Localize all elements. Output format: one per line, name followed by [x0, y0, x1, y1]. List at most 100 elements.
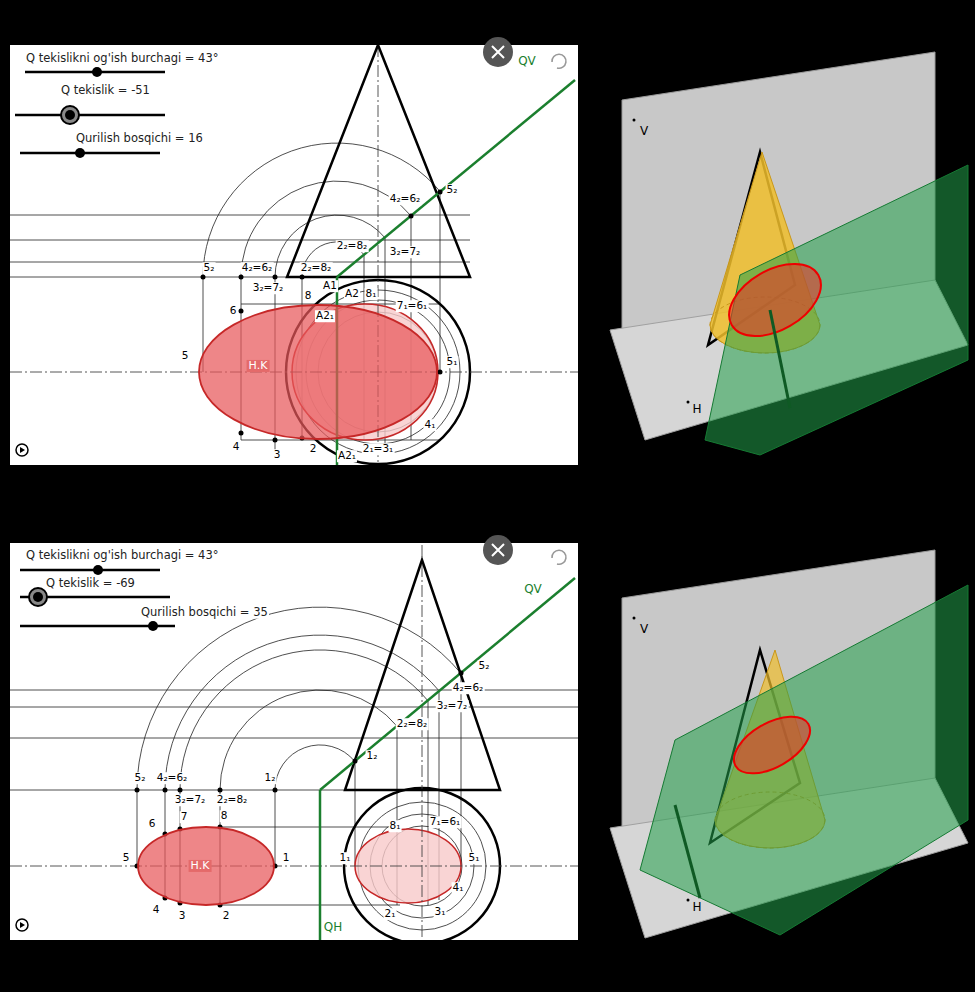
close-icon	[492, 544, 504, 556]
projection-line	[440, 192, 441, 372]
point-label: 7	[180, 811, 189, 823]
drawing-panel	[10, 543, 578, 940]
point-label: 4₁	[424, 419, 437, 431]
drawing-panel	[10, 45, 578, 465]
ellipse-outline	[198, 304, 438, 440]
point-label: 8₁	[365, 288, 378, 300]
projection-line	[241, 440, 440, 441]
slider-caption: Q tekislik = -51	[60, 84, 151, 97]
play-icon	[16, 919, 28, 931]
slider-caption: Qurilish bosqichi = 16	[75, 132, 204, 145]
slider-knob	[29, 588, 47, 606]
point	[300, 275, 305, 280]
slider-knob	[33, 592, 43, 602]
point	[409, 214, 414, 219]
point-label: 5₂	[478, 660, 491, 672]
slider-knob	[92, 67, 102, 77]
axis-line	[10, 866, 578, 867]
point-label: 4₂=6₂	[452, 682, 485, 694]
point	[239, 275, 244, 280]
plane-label: H	[691, 403, 702, 416]
point	[273, 275, 278, 280]
play-icon	[16, 444, 28, 456]
point-label: 4₂=6₂	[241, 262, 274, 274]
true-size-section	[138, 827, 274, 905]
slider	[15, 67, 165, 158]
plane-label: H	[691, 901, 702, 914]
projection-line	[10, 215, 470, 216]
point	[273, 788, 278, 793]
close-button	[483, 535, 513, 565]
section-label: H.K	[189, 860, 212, 872]
projection-line	[10, 738, 578, 739]
play-icon	[20, 447, 25, 453]
close-button	[483, 37, 513, 67]
point	[687, 401, 690, 404]
slider-knob	[75, 148, 85, 158]
point-label: 1₁	[339, 852, 352, 864]
projection-line	[220, 905, 400, 906]
refresh-icon	[552, 550, 566, 564]
point-label: 3₂=7₂	[252, 282, 285, 294]
close-icon	[483, 37, 513, 67]
point-label: 1	[282, 852, 291, 864]
projection-line	[10, 707, 578, 708]
point-label: 7₁=6₁	[429, 816, 462, 828]
close-icon	[483, 535, 513, 565]
point-label: A2₁	[315, 310, 335, 322]
rotation-arc	[275, 745, 355, 790]
point-label: 5₁	[468, 852, 481, 864]
point-label: 8₁	[389, 820, 402, 832]
slider-knob	[93, 565, 103, 575]
point-label: 4₁	[452, 882, 465, 894]
point-label: 2	[222, 910, 231, 922]
point	[353, 759, 358, 764]
point-label: 3₂=7₂	[389, 246, 422, 258]
plane-trace	[320, 578, 575, 790]
slider-track	[15, 114, 165, 117]
point-label: 2₂=8₂	[300, 262, 333, 274]
point-label: 4	[232, 441, 241, 453]
point-label: 6	[229, 305, 238, 317]
plane-label: V	[639, 125, 649, 138]
point-label: 4	[152, 904, 161, 916]
section-ellipse: H.K	[137, 826, 275, 906]
point-label: 2₁	[384, 908, 397, 920]
trace-label: QV	[517, 55, 537, 68]
plane-trace-3d	[675, 805, 700, 898]
point-label: 3₂=7₂	[174, 794, 207, 806]
projection-line	[220, 827, 400, 828]
axis-line	[422, 545, 423, 940]
point-label: 2₂=8₂	[216, 794, 249, 806]
point-label: 5	[122, 852, 131, 864]
projection-line	[355, 761, 356, 866]
close-icon	[492, 46, 504, 58]
slider-knob	[61, 106, 79, 124]
point-label: 5₂	[446, 184, 459, 196]
cutting-plane	[640, 585, 968, 935]
point	[438, 370, 443, 375]
trace-label: QH	[323, 921, 343, 934]
point-label: A1	[322, 280, 338, 292]
point	[633, 119, 636, 122]
point-label: 4₂=6₂	[389, 193, 422, 205]
section-3d	[725, 705, 820, 785]
point-label: 2₂=8₂	[336, 240, 369, 252]
refresh-icon	[552, 54, 566, 68]
slider-knob	[65, 110, 75, 120]
rotation-arc	[165, 635, 439, 790]
point	[178, 788, 183, 793]
point-label: A2₁	[337, 450, 357, 462]
point-label: 2₁=3₁	[362, 443, 395, 455]
projection-line	[137, 790, 138, 866]
projection-line	[10, 240, 470, 241]
projection-line	[10, 690, 578, 691]
point-label: A2	[344, 288, 360, 300]
point	[201, 275, 206, 280]
point-label: 8	[220, 810, 229, 822]
point-label: 3₁	[434, 906, 447, 918]
point-label: 7₁=6₁	[396, 300, 429, 312]
point-label: 3₂=7₂	[436, 700, 469, 712]
plane-trace	[319, 790, 322, 940]
point-label: 1₂	[264, 772, 277, 784]
